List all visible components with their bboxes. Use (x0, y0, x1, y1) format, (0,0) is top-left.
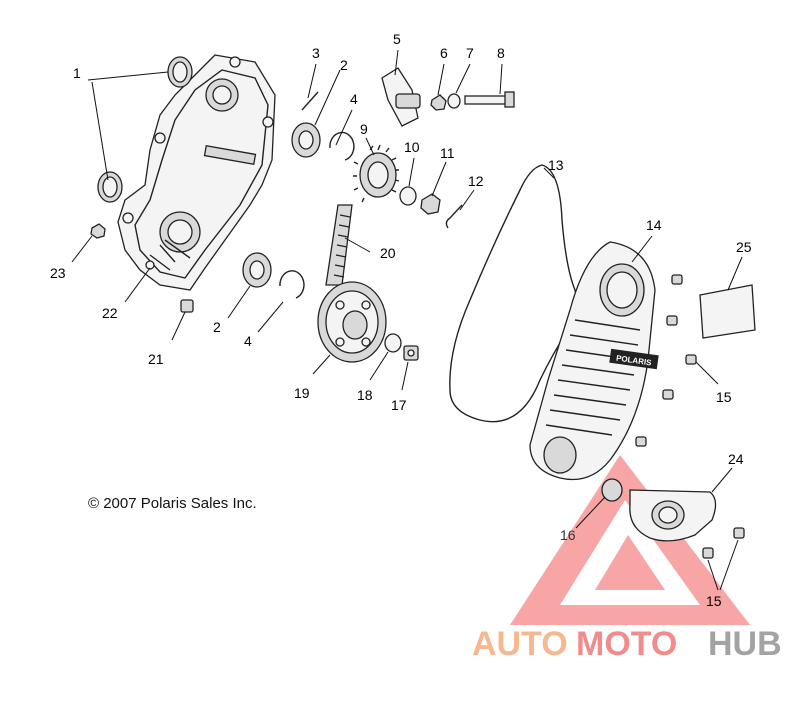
callout-16: 16 (560, 527, 576, 543)
spacer-washer (399, 186, 417, 206)
callout-12: 12 (468, 173, 484, 189)
lower-gear (317, 281, 387, 363)
seal-upper (167, 56, 193, 88)
cover-gasket (449, 164, 578, 423)
upper-sprocket (353, 144, 400, 203)
polaris-badge (609, 348, 659, 370)
callout-1: 1 (73, 65, 81, 81)
callout-2-lower: 2 (213, 319, 221, 335)
watermark-triangle-logo (510, 455, 750, 625)
cotter-pin (445, 204, 463, 229)
pin (301, 91, 319, 111)
snap-ring-lower (279, 270, 305, 299)
callout-14: 14 (646, 217, 662, 233)
sprocket-nut (420, 193, 441, 215)
snap-ring-upper (329, 131, 355, 161)
callout-9: 9 (360, 121, 368, 137)
watermark-moto: MOTO (576, 625, 677, 663)
gear-bolt (403, 345, 419, 361)
callout-17: 17 (391, 397, 407, 413)
cover-seal (601, 478, 623, 502)
callout-24: 24 (728, 451, 744, 467)
callout-8: 8 (497, 45, 505, 61)
callout-21: 21 (148, 351, 164, 367)
cover-bolts (635, 274, 745, 559)
watermark-auto: AUTO (472, 625, 568, 663)
warning-decal (699, 284, 756, 339)
callout-15: 15 (716, 389, 732, 405)
callout-23: 23 (50, 265, 66, 281)
bearing-lower (242, 252, 272, 288)
chaincase-housing (117, 54, 276, 291)
callout-numbers: 1 2 3 4 5 6 7 8 9 10 11 12 13 14 15 16 1… (50, 31, 752, 609)
callout-4-lower: 4 (244, 333, 252, 349)
drive-chain (325, 204, 353, 286)
callout-22: 22 (102, 305, 118, 321)
callout-19: 19 (294, 385, 310, 401)
callout-11: 11 (440, 145, 455, 161)
nut (430, 94, 447, 111)
callout-25: 25 (736, 239, 752, 255)
washer (447, 93, 461, 109)
callout-13: 13 (548, 157, 564, 173)
callout-20: 20 (380, 245, 396, 261)
callout-4: 4 (350, 91, 358, 107)
callout-2: 2 (340, 57, 348, 73)
drain-plug (180, 299, 194, 313)
watermark-wordmark: AUTO MOTO HUB (472, 625, 782, 663)
seal-lower (97, 171, 123, 203)
bolt (464, 91, 515, 108)
gear-washer (384, 333, 402, 353)
callout-7: 7 (466, 45, 474, 61)
bearing-upper (291, 122, 321, 158)
watermark-hub: HUB (708, 625, 782, 663)
callout-15-lower: 15 (706, 593, 722, 609)
copyright-notice: © 2007 Polaris Sales Inc. (88, 495, 257, 512)
callout-6: 6 (440, 45, 448, 61)
leader-lines (71, 49, 743, 591)
callout-5: 5 (393, 31, 401, 47)
cover-guard (629, 489, 717, 542)
callout-3: 3 (312, 45, 320, 61)
chaincase-cover: POLARIS (529, 241, 659, 481)
callout-18: 18 (357, 387, 373, 403)
housing-bolt (90, 223, 106, 239)
callout-10: 10 (404, 139, 420, 155)
chain-tensioner (381, 67, 421, 127)
